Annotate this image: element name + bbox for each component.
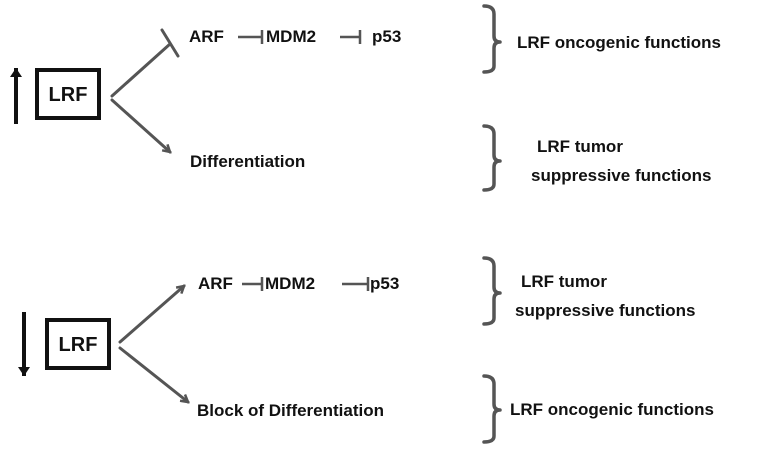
block-of-differentiation-label: Block of Differentiation — [197, 401, 384, 420]
lrf-label-bottom: LRF — [59, 334, 98, 356]
p53-label-top: p53 — [372, 27, 401, 46]
inhibition-branch-top — [110, 42, 172, 98]
bottom-function-1-line2: suppressive functions — [515, 301, 695, 320]
differentiation-label: Differentiation — [190, 152, 305, 171]
top-panel: LRF ARF MDM2 p53 Differentiation LRF onc… — [10, 4, 721, 192]
bottom-function-2: LRF oncogenic functions — [510, 400, 714, 419]
lrf-label-top: LRF — [49, 84, 88, 106]
activation-branch-top — [110, 98, 170, 152]
bottom-panel: LRF ARF MDM2 p53 Block of Differentiatio… — [18, 256, 714, 444]
bracket-icon — [482, 256, 502, 326]
mdm2-label-bottom: MDM2 — [265, 274, 315, 293]
lrf-box-top — [35, 68, 101, 120]
lrf-box-bottom — [45, 318, 111, 370]
activation-branch-bottom-1 — [118, 286, 184, 344]
p53-label-bottom: p53 — [370, 274, 399, 293]
arf-label-bottom: ARF — [198, 274, 233, 293]
activation-branch-bottom-2 — [118, 346, 188, 402]
top-function-1: LRF oncogenic functions — [517, 33, 721, 52]
inhibition-bar-icon — [160, 28, 180, 58]
arf-label-top: ARF — [189, 27, 224, 46]
bracket-icon — [482, 374, 502, 444]
top-function-2-line1: LRF tumor — [537, 137, 623, 156]
bracket-icon — [482, 124, 502, 192]
top-function-2-line2: suppressive functions — [531, 166, 711, 185]
mdm2-label-top: MDM2 — [266, 27, 316, 46]
bracket-icon — [482, 4, 502, 74]
bottom-function-1-line1: LRF tumor — [521, 272, 607, 291]
